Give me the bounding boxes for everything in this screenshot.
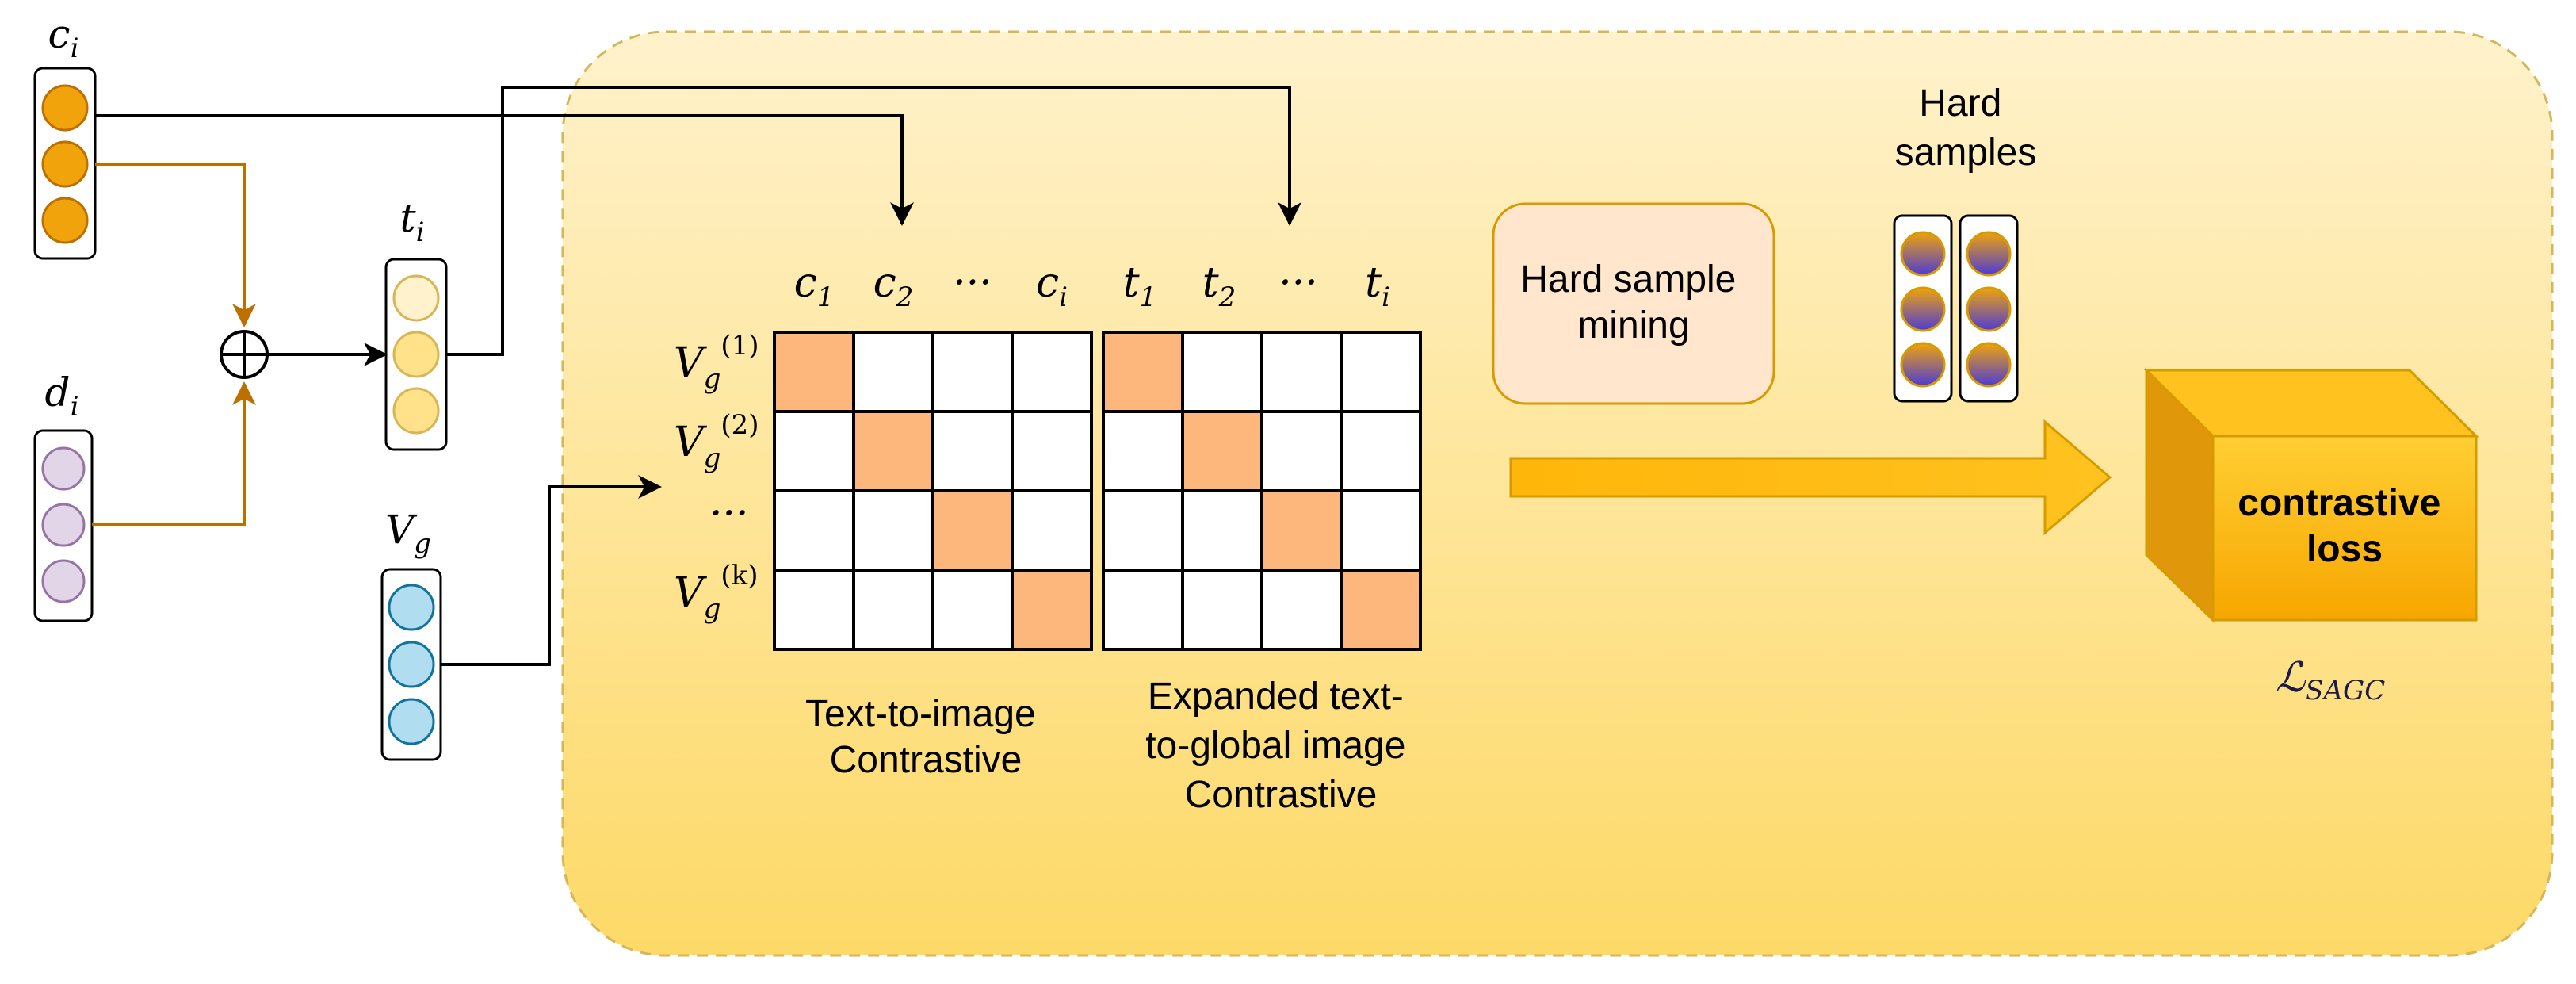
- matrix1-cell-2-2: [931, 489, 1014, 572]
- matrix-row-headers: Vg(1) Vg(2) ··· Vg(k): [674, 330, 759, 625]
- matrix2-cell-1-1: [1181, 410, 1263, 492]
- matrix1-cell-3-1: [852, 569, 934, 651]
- row-header-1: Vg(2): [674, 409, 759, 474]
- m1cols-label-3: ci: [1036, 259, 1068, 313]
- contrastive-loss-label: contrastive loss: [2238, 482, 2451, 570]
- matrix1-column-headers: c1 c2 ··· ci: [794, 259, 1068, 313]
- matrix2-cell-2-0: [1102, 489, 1184, 572]
- matrix1-caption: Text-to-image Contrastive: [805, 693, 1046, 781]
- matrix2-cell-2-1: [1181, 489, 1263, 572]
- hard-sample-mining-box: [1492, 202, 1775, 405]
- m2cols-label-1: t2: [1202, 259, 1236, 313]
- t-vector: [384, 258, 448, 451]
- vg-to-matrix1-connector: [441, 475, 662, 666]
- m2cols-label-3: ti: [1365, 259, 1390, 313]
- matrix2-caption: Expanded text- to-global image Contrasti…: [1145, 676, 1416, 816]
- c-to-matrix1-connector: [95, 114, 914, 226]
- c-to-sum-connector: [95, 163, 256, 327]
- matrix1-cell-3-2: [931, 569, 1014, 651]
- matrix2-cell-3-1: [1181, 569, 1263, 651]
- m2cols-label-0: t1: [1123, 259, 1157, 313]
- matrix1-cell-2-3: [1011, 489, 1093, 572]
- matrix2-column-headers: t1 t2 ··· ti: [1123, 259, 1390, 313]
- matrix1-cell-2-1: [852, 489, 934, 572]
- matrix2-cell-2-2: [1260, 489, 1343, 572]
- sum-operator-icon: [220, 330, 269, 379]
- d-vector: [33, 429, 94, 622]
- loss-symbol: ℒSAGC: [2276, 654, 2385, 706]
- matrix1-cell-3-3: [1011, 569, 1093, 651]
- matrix2-cell-0-3: [1340, 331, 1422, 413]
- vg-vector: [380, 568, 442, 761]
- row-header-3: Vg(k): [674, 560, 758, 625]
- hard-sample-mining-label: Hard sample mining: [1520, 258, 1746, 347]
- m1cols-label-1: c2: [873, 259, 914, 313]
- matrix2-cell-3-3: [1340, 569, 1422, 651]
- hard-sample-vector-left: [1893, 214, 1953, 403]
- vg-vector-label: Vg: [385, 507, 431, 560]
- t-vector-label: ti: [400, 195, 425, 248]
- matrix1-cell-1-3: [1011, 410, 1093, 492]
- matrix-text-to-image: [773, 331, 1093, 651]
- matrix2-cell-0-1: [1181, 331, 1263, 413]
- matrix1-cell-1-0: [773, 410, 855, 492]
- c-vector: [33, 67, 97, 260]
- matrix2-cell-1-0: [1102, 410, 1184, 492]
- contrastive-loss-cube: [2143, 367, 2479, 623]
- matrix1-cell-0-3: [1011, 331, 1093, 413]
- matrix2-cell-3-2: [1260, 569, 1343, 651]
- hard-sample-vector-right: [1959, 214, 2019, 403]
- matrix2-cell-1-3: [1340, 410, 1422, 492]
- row-header-0: Vg(1): [674, 330, 759, 395]
- t-to-matrix2-connector: [446, 86, 1301, 356]
- matrix2-cell-3-0: [1102, 569, 1184, 651]
- matrix-text-to-global-image: [1102, 331, 1422, 651]
- matrix1-cell-3-0: [773, 569, 855, 651]
- row-header-2: ···: [709, 490, 749, 538]
- c-vector-label: ci: [48, 11, 79, 64]
- d-to-sum-connector: [92, 381, 256, 526]
- matrix2-cell-0-0: [1102, 331, 1184, 413]
- matrix1-cell-1-2: [931, 410, 1014, 492]
- matrix1-cell-1-1: [852, 410, 934, 492]
- m2cols-label-2: ···: [1278, 259, 1318, 307]
- matrix1-cell-0-0: [773, 331, 855, 413]
- big-right-arrow-icon: [1509, 419, 2112, 536]
- matrix1-cell-0-2: [931, 331, 1014, 413]
- hard-samples-label: Hard samples: [1895, 82, 2037, 174]
- matrix1-cell-0-1: [852, 331, 934, 413]
- matrix1-cell-2-0: [773, 489, 855, 572]
- matrix2-cell-2-3: [1340, 489, 1422, 572]
- m1cols-label-0: c1: [794, 259, 835, 313]
- matrix2-cell-1-2: [1260, 410, 1343, 492]
- m1cols-label-2: ···: [953, 259, 992, 307]
- d-vector-label: di: [45, 369, 79, 423]
- matrix2-cell-0-2: [1260, 331, 1343, 413]
